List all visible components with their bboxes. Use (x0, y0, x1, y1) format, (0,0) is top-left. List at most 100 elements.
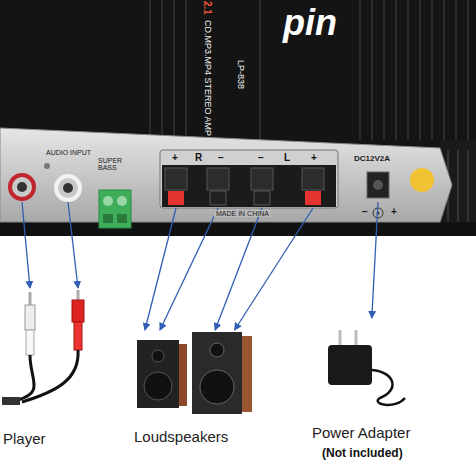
speaker-terminals-part (302, 168, 324, 190)
amp-body-part-part (395, 0, 397, 140)
power-adapter-part (372, 370, 405, 405)
amp-body-part-part (455, 0, 457, 140)
note-text: (Not included) (322, 446, 403, 460)
power-adapter (328, 330, 405, 405)
speaker-terminal-block: +R−−L+ (160, 150, 338, 208)
speaker-terminals-part (168, 191, 184, 205)
speakers-part (192, 332, 242, 414)
amp-body-part-part (431, 0, 433, 140)
connector-line (160, 208, 218, 330)
amp-body-part-part (161, 0, 163, 140)
speaker-terminals-part (160, 150, 338, 208)
rca-cable-part (26, 330, 34, 355)
bass-terminal-part (103, 196, 113, 206)
model-description: CD.MP3.MP4 STEREO AMP (203, 20, 213, 136)
connector-line (68, 202, 78, 288)
amp-body-part-part (259, 0, 261, 140)
rca-cable-part (2, 397, 20, 405)
amplifier: pin 2.1CD.MP3.MP4 STEREO AMP LP-838AUDIO I… (0, 0, 476, 236)
bass-terminal (99, 190, 131, 228)
speaker-terminals-part (254, 191, 270, 205)
connector-line (372, 202, 378, 318)
channel-mark: L (284, 152, 290, 163)
rca-jacks-part (10, 175, 34, 199)
super-bass-terminal: SUPER BASS (98, 157, 136, 229)
port-label: SUPER BASS (98, 157, 134, 171)
amp-body-part-part (467, 0, 469, 140)
connector-line (235, 208, 313, 330)
amp-body-part (0, 0, 476, 150)
polarity-mark: − (362, 206, 368, 217)
rca-cable-part (18, 355, 34, 400)
rca-cable-part (72, 300, 84, 322)
speakers-part (200, 370, 234, 404)
power-rating: DC12V2A (354, 154, 390, 163)
connector-line (145, 208, 176, 330)
rca-cable-part (29, 292, 32, 305)
polarity-mark: − (258, 152, 264, 163)
speaker-terminals-part (305, 191, 321, 205)
dc-jack-part (410, 168, 434, 192)
front-panel (0, 128, 452, 222)
amp-body-part-part (443, 0, 445, 140)
dc-jack-part (373, 180, 383, 190)
channel-mark: R (195, 152, 202, 163)
speakers-part (152, 350, 164, 362)
speakers-part (242, 336, 252, 412)
rca-cable-part (22, 350, 78, 402)
channel-text: 2.1 (202, 1, 213, 15)
bass-terminal-part (99, 190, 131, 228)
amp-body-part-part (185, 0, 187, 140)
rca-cable (2, 290, 84, 405)
speaker-terminals-part (165, 168, 187, 190)
amp-body-part-part (419, 0, 421, 140)
power-adapter-part (355, 330, 358, 346)
power-adapter: Power Adapter (Not included) (305, 318, 431, 464)
amp-body-part-part (173, 0, 175, 140)
rca-jacks-part (56, 176, 80, 200)
amp-body-part (150, 0, 468, 140)
polarity-mark: − (218, 152, 224, 163)
speaker-terminals-part (162, 165, 336, 207)
bass-terminal-part (117, 196, 127, 206)
speakers-part (144, 372, 172, 400)
polarity-mark: + (391, 206, 397, 217)
amp-body-part-part (407, 0, 409, 140)
rca-cable-part (77, 290, 80, 300)
speaker-terminals-part (251, 168, 273, 190)
brand-text: pin (283, 2, 337, 44)
amp-body-part-part (359, 0, 361, 140)
polarity-mark: + (311, 152, 317, 163)
device-caption: Power Adapter (312, 424, 410, 441)
port-label: AUDIO INPUT (46, 149, 91, 156)
rca-cable-part (25, 305, 35, 330)
rca-jacks-part (17, 182, 27, 192)
amp-body-part-part (371, 0, 373, 140)
rca-jacks-part (63, 183, 73, 193)
device-caption: Player (3, 430, 46, 447)
amp-body-part-part (383, 0, 385, 140)
speaker-terminals (160, 150, 338, 208)
power-adapter-part (328, 345, 372, 385)
rca-jacks-part (44, 163, 50, 169)
device-caption: Loudspeakers (134, 428, 228, 445)
model-number: LP-838 (236, 60, 246, 89)
rca-cable-part (74, 322, 82, 350)
dc-power-jack: DC12V2A (352, 152, 408, 202)
connector-line (22, 202, 30, 288)
speakers-part (179, 344, 187, 406)
origin-label: MADE IN CHINA (214, 210, 271, 217)
rca-jacks (10, 163, 80, 200)
loudspeakers: Loudspeakers (128, 330, 258, 450)
speaker-terminals-part (207, 168, 229, 190)
amp-body (0, 0, 476, 236)
speaker-terminals-part (210, 191, 226, 205)
audio-input-jacks: AUDIO INPUT (6, 148, 98, 202)
bass-terminal-part (103, 214, 113, 223)
amp-body-part-part (149, 0, 151, 140)
speakers-part (210, 343, 224, 357)
speakers-part (137, 340, 179, 408)
dc-jack-part (367, 172, 389, 198)
